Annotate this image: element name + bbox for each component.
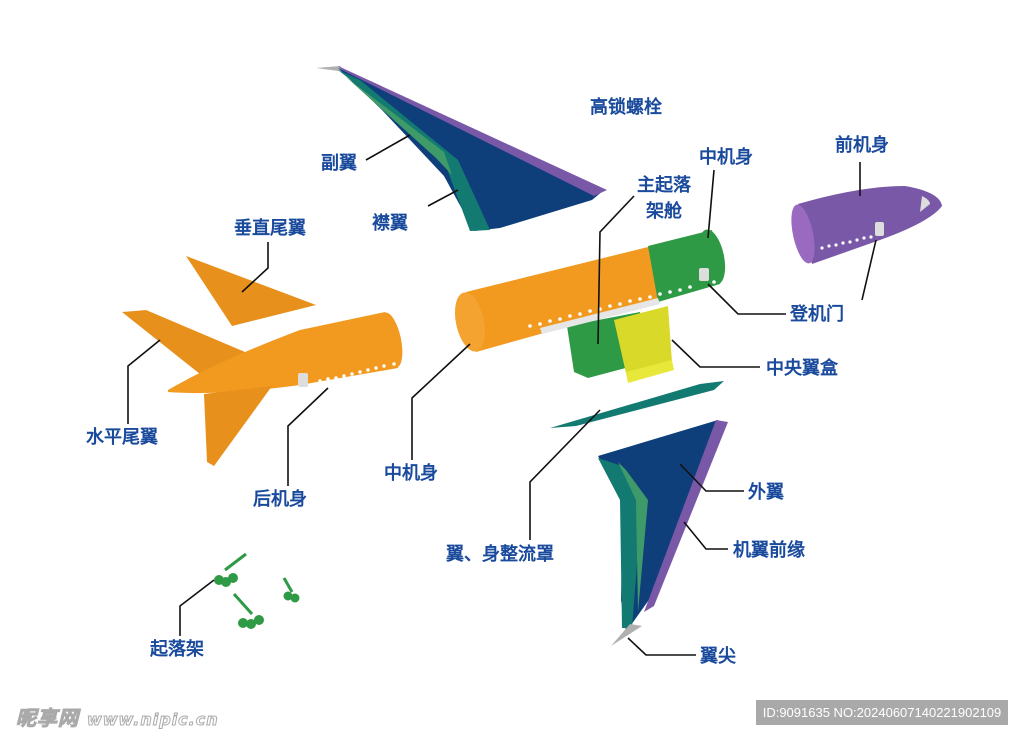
- label-main-gear-bay-line2: 架舱: [646, 200, 683, 222]
- label-wing-tip: 翼尖: [699, 645, 736, 667]
- label-rear-fuselage: 后机身: [253, 488, 307, 510]
- label-horizontal-tail: 水平尾翼: [86, 426, 158, 448]
- label-main-gear-bay-line1: 主起落: [637, 174, 692, 196]
- label-aileron: 副翼: [321, 153, 357, 174]
- label-flap: 襟翼: [372, 212, 408, 234]
- leader-lines: [127, 134, 877, 656]
- label-leading-edge: 机翼前缘: [733, 539, 805, 561]
- mid-fuselage-part: [454, 229, 726, 352]
- label-front-fuselage: 前机身: [835, 134, 889, 156]
- label-mid-fuselage: 中机身: [384, 462, 438, 484]
- image-id-badge: ID:9091635 NO:20240607140221902109: [756, 700, 1008, 725]
- watermark-brand: 昵享网: [16, 706, 79, 731]
- label-boarding-door: 登机门: [789, 303, 844, 325]
- landing-gear-parts: [214, 552, 300, 629]
- rear-fuselage-part: [122, 256, 403, 466]
- label-high-lock-bolt: 高锁螺栓: [590, 96, 662, 118]
- front-fuselage-part: [791, 186, 942, 264]
- watermark-site: www.nipic.cn: [86, 710, 219, 730]
- label-outer-wing: 外翼: [748, 481, 784, 503]
- watermark: 昵享网 www.nipic.cn: [16, 702, 219, 731]
- label-mid-fuselage-top: 中机身: [699, 146, 753, 168]
- label-wing-body-fairing: 翼、身整流罩: [445, 543, 554, 565]
- upper-wing: [316, 66, 607, 231]
- label-landing-gear: 起落架: [149, 638, 204, 660]
- label-vertical-tail: 垂直尾翼: [234, 217, 306, 239]
- center-wing-box-part: [614, 306, 672, 382]
- lower-wing: [598, 420, 728, 646]
- wing-body-fairing-part: [550, 381, 724, 428]
- label-center-wing-box: 中央翼盒: [766, 357, 839, 379]
